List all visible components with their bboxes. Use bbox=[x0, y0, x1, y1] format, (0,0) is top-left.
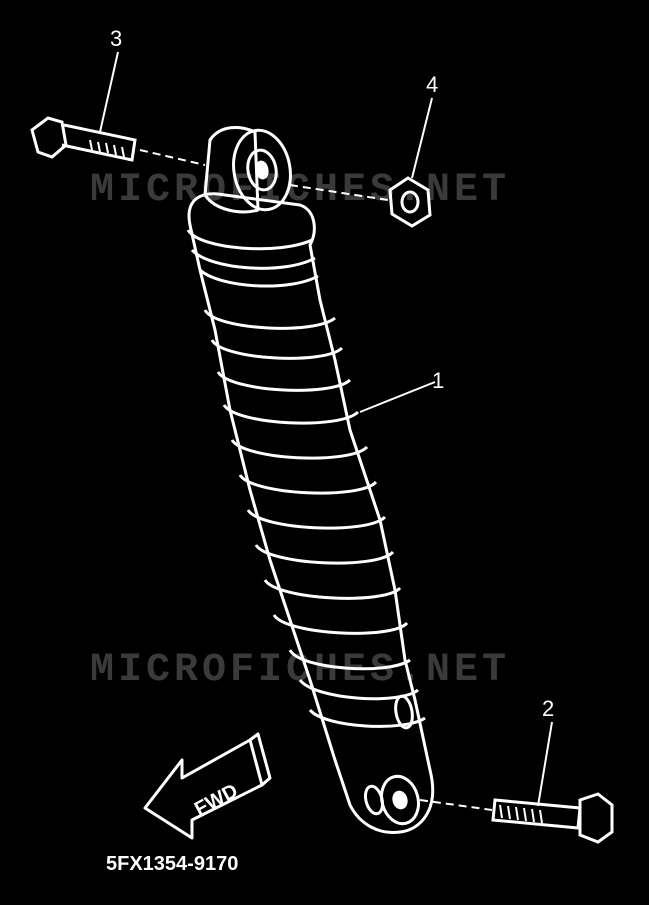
leader-1 bbox=[359, 381, 436, 413]
leader-3 bbox=[99, 51, 119, 133]
fwd-arrow: FWD bbox=[143, 732, 272, 840]
upper-bolt-guide bbox=[139, 149, 206, 166]
label-part-3: 3 bbox=[110, 26, 122, 51]
upper-bolt bbox=[30, 116, 137, 162]
label-part-2: 2 bbox=[542, 696, 554, 721]
nut bbox=[388, 176, 432, 228]
label-part-4: 4 bbox=[426, 72, 438, 97]
watermark-bottom: MICROFICHES.NET bbox=[90, 648, 510, 693]
fwd-label: FWD bbox=[191, 780, 242, 821]
shock-absorber bbox=[186, 126, 435, 835]
diagram-code: 5FX1354-9170 bbox=[106, 853, 238, 875]
nut-guide bbox=[289, 184, 389, 201]
lower-bolt bbox=[491, 792, 614, 844]
leader-4 bbox=[411, 97, 433, 179]
label-part-1: 1 bbox=[432, 368, 444, 393]
leader-2 bbox=[537, 721, 553, 807]
